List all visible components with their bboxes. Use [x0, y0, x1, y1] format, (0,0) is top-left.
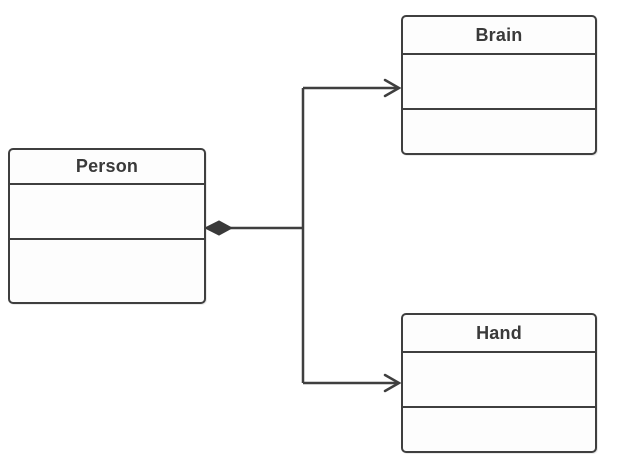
open-arrowhead-icon [383, 373, 402, 393]
class-title-brain: Brain [403, 17, 595, 55]
class-box-person[interactable]: Person [8, 148, 206, 304]
brain-attributes-compartment[interactable] [403, 55, 595, 110]
class-title-hand: Hand [403, 315, 595, 353]
composition-diamond-icon [203, 220, 234, 236]
person-attributes-compartment[interactable] [10, 185, 204, 240]
class-box-hand[interactable]: Hand [401, 313, 597, 453]
person-operations-compartment[interactable] [10, 240, 204, 302]
class-title-person: Person [10, 150, 204, 185]
open-arrowhead-icon [383, 78, 402, 98]
class-box-brain[interactable]: Brain [401, 15, 597, 155]
hand-attributes-compartment[interactable] [403, 353, 595, 408]
hand-operations-compartment[interactable] [403, 408, 595, 451]
brain-operations-compartment[interactable] [403, 110, 595, 153]
